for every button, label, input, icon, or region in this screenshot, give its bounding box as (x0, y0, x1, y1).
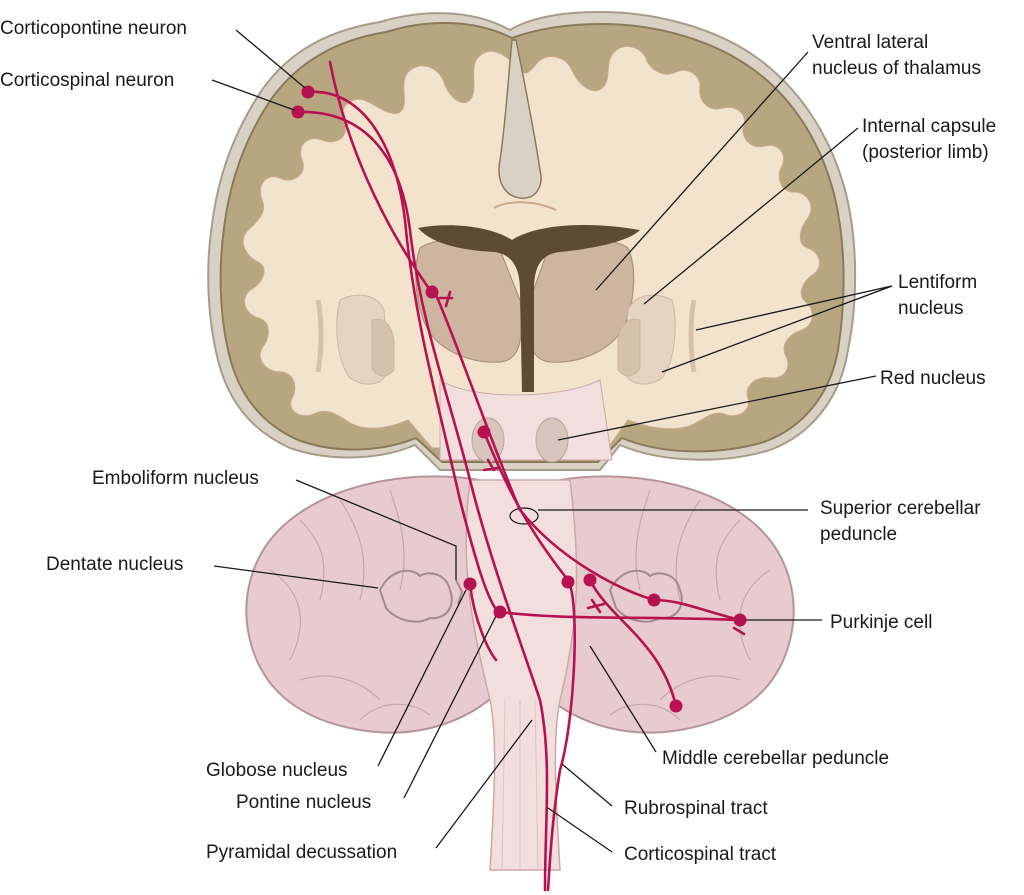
cerebellar-hemisphere-left (245, 475, 502, 734)
leader-middle-cerebellar (589, 645, 657, 753)
lateral-and-third-ventricle (418, 225, 640, 392)
corticopontine-neuron-soma (301, 85, 315, 99)
thalamocortical-path (328, 60, 432, 292)
leader-lines (211, 29, 893, 853)
label-red-nucleus: Red nucleus (880, 368, 986, 389)
red-nucleus-right (535, 417, 569, 463)
label-pyramidal-decussation: Pyramidal decussation (206, 842, 397, 863)
label-internal-capsule-line1: Internal capsule (862, 116, 996, 137)
red-nucleus-neuron-soma (477, 425, 491, 439)
dentate-to-red-path (588, 578, 678, 708)
purkinje-to-dentate-path (652, 598, 742, 622)
cerebrum (207, 10, 857, 471)
label-lentiform-line1: Lentiform (898, 272, 977, 293)
dentate-nucleus-right (608, 569, 683, 623)
labels: Corticopontine neuron Corticospinal neur… (0, 18, 996, 865)
leader-internal-capsule (643, 127, 859, 305)
globose-neuron-soma (463, 577, 477, 591)
corticospinal-terminal-fork (438, 290, 746, 636)
cerebellar-folia-right (609, 489, 771, 721)
leader-emboliform (295, 479, 457, 580)
pontine-neuron-soma (493, 605, 507, 619)
pontocerebellar-path (498, 610, 742, 622)
leader-corticospinal (211, 79, 295, 111)
leader-red-nucleus (557, 375, 877, 441)
leader-lentiform-2 (661, 285, 893, 373)
rubro-path (482, 430, 576, 892)
leader-lentiform-1 (695, 285, 893, 331)
brainstem-fibers (501, 699, 539, 871)
claustrum-left (315, 299, 324, 373)
leader-rubrospinal (561, 763, 613, 807)
label-lentiform-line2: nucleus (898, 298, 964, 319)
leader-ventral-lateral (595, 51, 809, 291)
purkinje-cell-soma (733, 613, 747, 627)
dentate-neuron-soma-2 (583, 573, 597, 587)
cerebellar-neuron-soma (669, 699, 683, 713)
label-internal-capsule-line2: (posterior limb) (862, 142, 989, 163)
label-globose-nucleus: Globose nucleus (206, 760, 348, 781)
label-corticospinal-neuron: Corticospinal neuron (0, 70, 174, 91)
label-superior-cerebellar-line1: Superior cerebellar (820, 498, 981, 519)
corticopontine-tract-path (306, 90, 500, 614)
dentate-nucleus-left (378, 569, 453, 623)
globose-connection-path (468, 582, 498, 662)
longitudinal-fissure (498, 39, 542, 199)
label-pontine-nucleus: Pontine nucleus (236, 792, 371, 813)
label-ventral-lateral-line2: nucleus of thalamus (812, 58, 981, 79)
dentate-neuron-soma-3 (647, 593, 661, 607)
superior-cerebellar-peduncle-ring (509, 507, 539, 525)
leader-pyramidal-decussation (435, 719, 533, 849)
lentiform-nucleus-right-inner (617, 318, 641, 377)
lentiform-nucleus-left-inner (371, 318, 395, 377)
leader-globose (377, 589, 467, 767)
leader-pontine (403, 615, 497, 799)
label-corticospinal-tract: Corticospinal tract (624, 844, 777, 865)
claustrum-right (688, 299, 697, 373)
label-superior-cerebellar-line2: peduncle (820, 524, 897, 545)
leader-corticopontine (235, 29, 306, 89)
corpus-callosum-arc (493, 201, 557, 211)
label-corticopontine-neuron: Corticopontine neuron (0, 18, 187, 39)
leader-corticospinal-tract (547, 807, 613, 853)
label-middle-cerebellar-peduncle: Middle cerebellar peduncle (662, 748, 889, 769)
cerebellar-folia-left (269, 489, 431, 721)
thalamic-neuron-soma (425, 285, 439, 299)
label-dentate-nucleus: Dentate nucleus (46, 554, 183, 575)
leader-dentate (213, 565, 379, 589)
corticospinal-neuron-soma (291, 105, 305, 119)
dentate-neuron-soma-1 (561, 575, 575, 589)
emboliform-nucleus (455, 579, 464, 605)
label-ventral-lateral-line1: Ventral lateral (812, 32, 928, 53)
label-emboliform-nucleus: Emboliform nucleus (92, 468, 259, 489)
neural-pathways (291, 60, 747, 892)
label-rubrospinal-tract: Rubrospinal tract (624, 798, 768, 819)
label-purkinje-cell: Purkinje cell (830, 612, 932, 633)
